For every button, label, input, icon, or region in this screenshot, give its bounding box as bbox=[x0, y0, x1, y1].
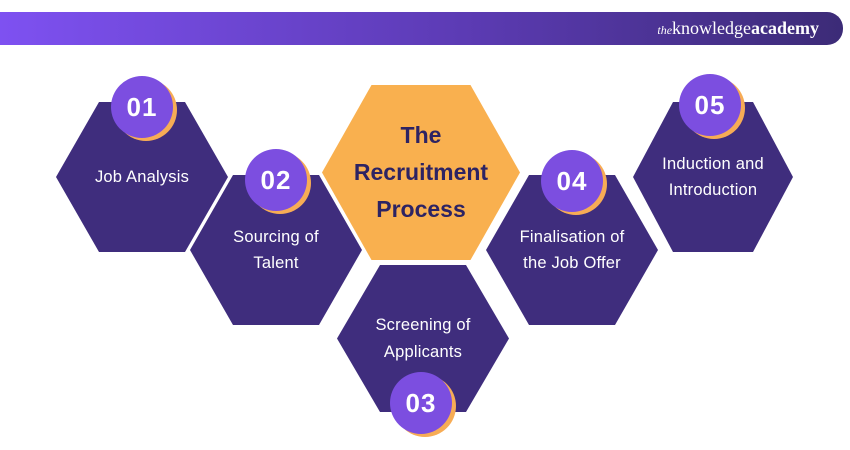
knowledge-academy-logo: theknowledgeacademy bbox=[657, 19, 819, 38]
step-number-badge-01: 01 bbox=[111, 76, 173, 138]
step-label: Screening of Applicants bbox=[375, 316, 471, 361]
step-label: Sourcing of Talent bbox=[233, 227, 319, 272]
step-label: Job Analysis bbox=[94, 167, 190, 186]
step-number-badge-03: 03 bbox=[390, 372, 452, 434]
step-label: Finalisation of the Job Offer bbox=[519, 227, 625, 272]
logo-the-text: the bbox=[657, 23, 673, 37]
logo-knowledge-text: knowledge bbox=[672, 18, 752, 38]
step-label: Induction and Introduction bbox=[662, 154, 764, 199]
step-number-badge-04: 04 bbox=[541, 150, 603, 212]
header-bar: theknowledgeacademy bbox=[0, 12, 843, 45]
logo-academy-text: academy bbox=[751, 18, 819, 38]
step-number: 03 bbox=[405, 387, 437, 418]
step-number: 01 bbox=[126, 91, 158, 122]
diagram-title: The Recruitment Process bbox=[353, 122, 489, 222]
step-number-badge-02: 02 bbox=[245, 149, 307, 211]
step-number: 04 bbox=[556, 165, 588, 196]
step-number: 05 bbox=[694, 89, 726, 120]
step-number: 02 bbox=[260, 164, 292, 195]
step-number-badge-05: 05 bbox=[679, 74, 741, 136]
